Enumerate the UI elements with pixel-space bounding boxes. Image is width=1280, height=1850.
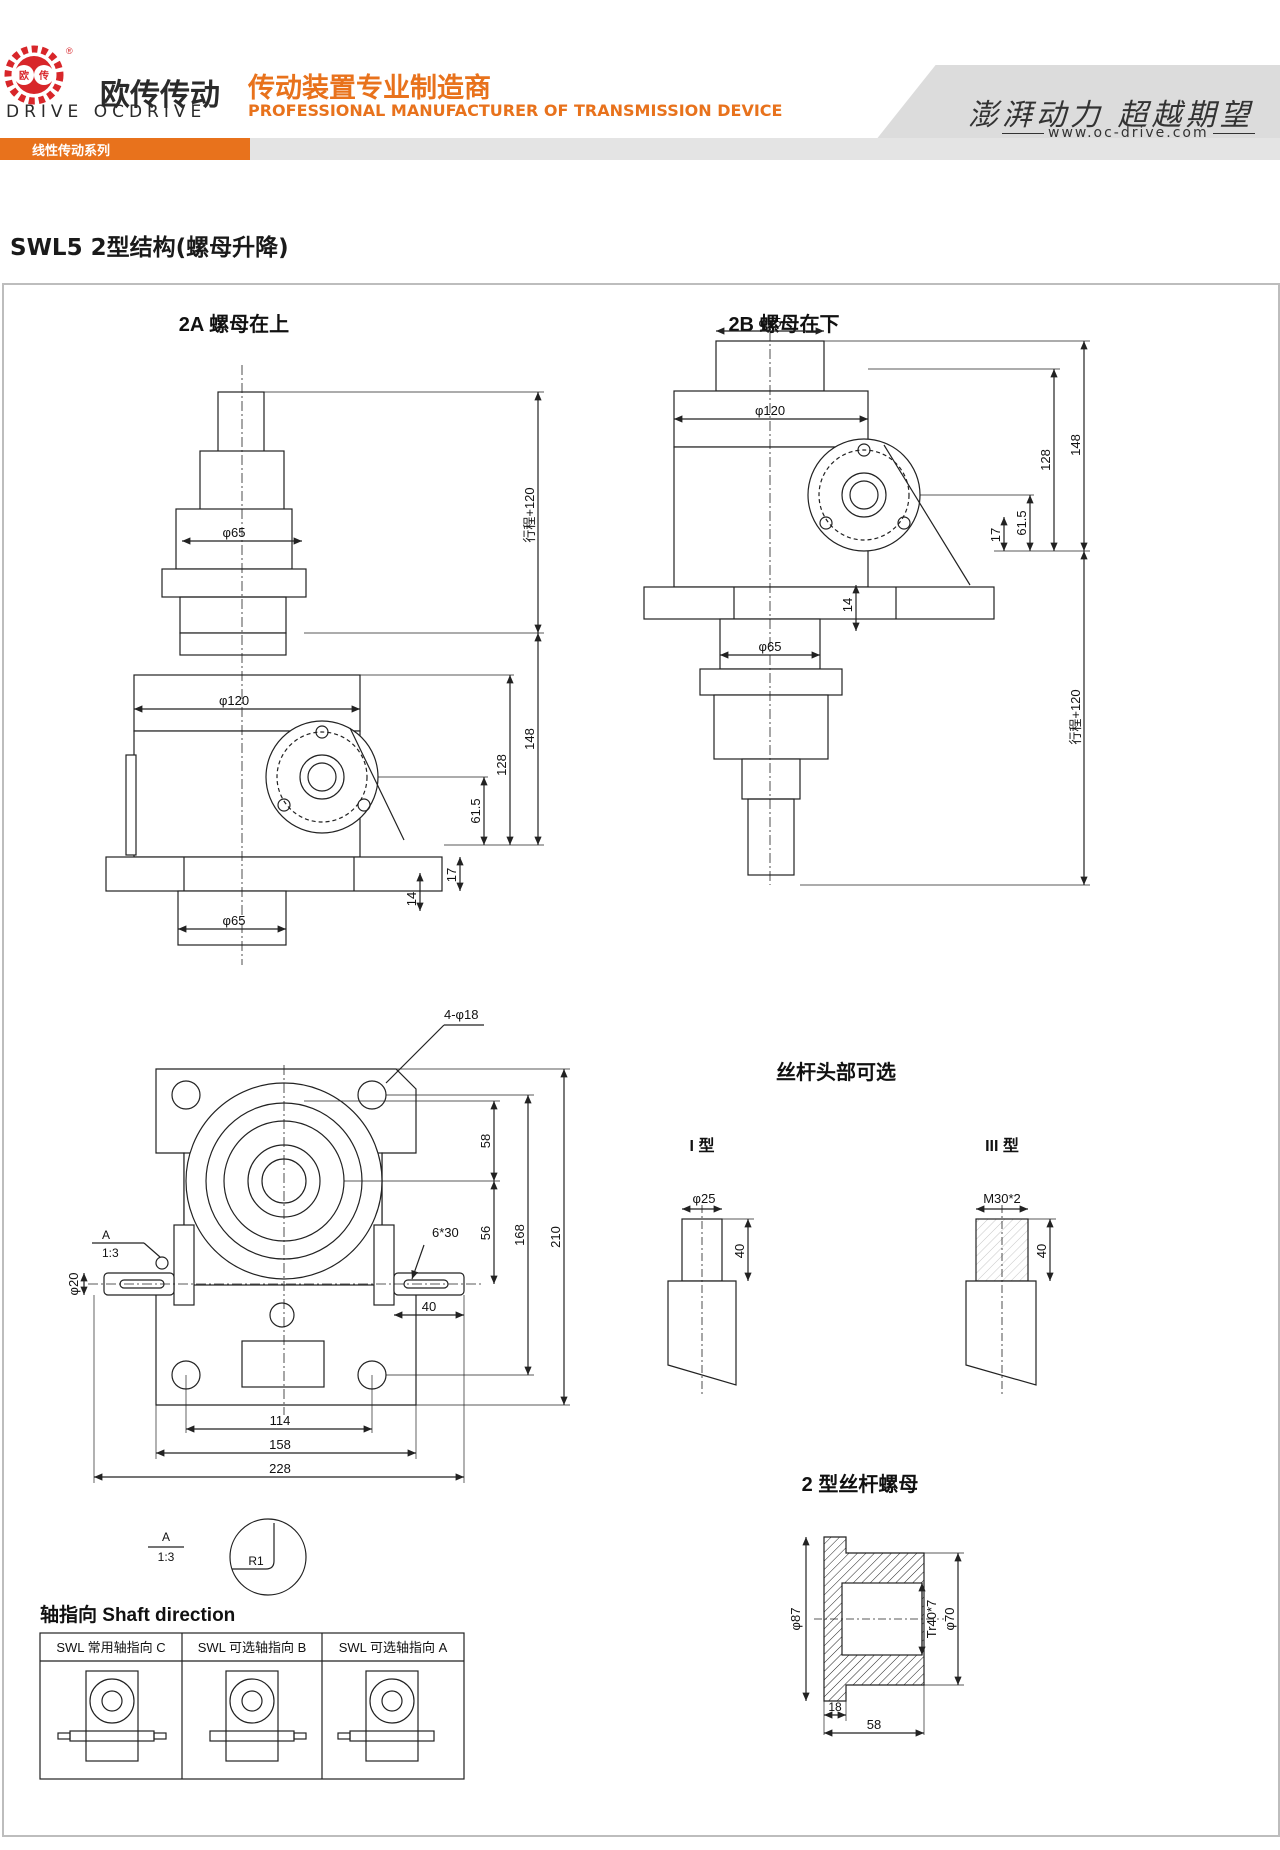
header-band xyxy=(0,138,1280,160)
screw-heads: 丝杆头部可选 I 型 φ25 40 III 型 M30*2 40 xyxy=(667,1060,1056,1395)
shaft-diagram-c xyxy=(57,1670,167,1762)
nut-length: 58 xyxy=(867,1717,881,1732)
nut-flange: 18 xyxy=(828,1700,842,1714)
plan-shaft-dia: φ20 xyxy=(66,1273,81,1296)
shaft-diagram-a xyxy=(337,1670,435,1762)
plan-holes: 4-φ18 xyxy=(444,1007,478,1022)
shaft-option-c: SWL 常用轴指向 C xyxy=(56,1640,165,1655)
brand-name-en: DRIVE OCDRIVE xyxy=(6,102,207,122)
plan-detail-a: A xyxy=(102,1228,110,1242)
technical-drawing: 2A 螺母在上 φ65 φ120 φ65 行程+ xyxy=(39,312,1090,1780)
dim-2b-d65-top: φ65 xyxy=(759,315,782,330)
screw-type3-len: 40 xyxy=(1034,1244,1049,1258)
detail-radius: R1 xyxy=(248,1554,264,1568)
detail-label: A xyxy=(162,1530,170,1544)
plan-56: 56 xyxy=(478,1226,493,1240)
nut-thread: Tr40*7 xyxy=(924,1600,939,1639)
website-url: www.oc-drive.com xyxy=(998,125,1259,141)
dim-2b-61-5: 61.5 xyxy=(1014,510,1029,535)
page-header: 线性传动系列 欧 传 ® 欧传传动 DRIVE OCDRIVE 传动装置专业制造… xyxy=(0,0,1280,165)
registered-mark: ® xyxy=(66,46,73,56)
plan-58: 58 xyxy=(478,1134,493,1148)
nut-view: 2 型丝杆螺母 φ87 Tr40*7 φ70 18 58 xyxy=(788,1472,964,1737)
logo-char-1: 欧 xyxy=(19,69,29,82)
plan-210: 210 xyxy=(548,1226,563,1248)
dim-2b-17: 17 xyxy=(988,528,1003,542)
plan-view: 4-φ18 A 1:3 φ20 6*30 40 58 56 168 210 11… xyxy=(66,1007,570,1483)
dim-2a-d65-top: φ65 xyxy=(223,525,246,540)
dim-2a-17: 17 xyxy=(444,868,459,882)
plan-228: 228 xyxy=(269,1461,291,1476)
drawing-frame: 2A 螺母在上 φ65 φ120 φ65 行程+ xyxy=(2,283,1280,1837)
plan-114: 114 xyxy=(270,1413,291,1428)
dim-2b-d65-bottom: φ65 xyxy=(759,639,782,654)
shaft-diagram-b xyxy=(209,1670,307,1762)
slogan-en: PROFESSIONAL MANUFACTURER OF TRANSMISSIO… xyxy=(248,101,783,120)
shaft-direction-title: 轴指向 Shaft direction xyxy=(40,1603,235,1626)
dim-2b-128: 128 xyxy=(1038,449,1053,471)
plan-key: 6*30 xyxy=(432,1225,459,1240)
plan-168: 168 xyxy=(512,1224,527,1246)
series-tab xyxy=(0,138,250,160)
dim-2a-128: 128 xyxy=(494,754,509,776)
dim-2a-d120: φ120 xyxy=(219,693,249,708)
logo-gear-icon xyxy=(4,45,64,105)
dim-2b-14: 14 xyxy=(840,598,855,612)
brand-name-cn: 欧传传动 xyxy=(100,78,220,113)
plan-detail-scale: 1:3 xyxy=(102,1246,119,1260)
detail-scale: 1:3 xyxy=(158,1550,175,1564)
screw-heads-title: 丝杆头部可选 xyxy=(776,1060,896,1084)
screw-type3-label: III 型 xyxy=(985,1137,1019,1155)
shaft-option-a: SWL 可选轴指向 A xyxy=(339,1640,448,1655)
screw-type1-len: 40 xyxy=(732,1244,747,1258)
nut-inner-dia: φ70 xyxy=(942,1608,957,1631)
screw-type3-thread: M30*2 xyxy=(983,1191,1021,1206)
shaft-direction: 轴指向 Shaft direction SWL 常用轴指向 C SWL 可选轴指… xyxy=(39,1603,465,1780)
view-2b-title: 2B 螺母在下 xyxy=(728,312,839,336)
screw-type1-dia: φ25 xyxy=(693,1191,716,1206)
dim-2a-14: 14 xyxy=(404,892,419,906)
view-2a: 2A 螺母在上 φ65 φ120 φ65 行程+ xyxy=(105,312,544,965)
view-2a-title: 2A 螺母在上 xyxy=(179,312,289,336)
dim-2a-stroke: 行程+120 xyxy=(522,487,537,542)
dim-2a-d65-bottom: φ65 xyxy=(223,913,246,928)
nut-outer-dia: φ87 xyxy=(788,1608,803,1631)
detail-a-view: A 1:3 R1 xyxy=(148,1518,307,1596)
dim-2a-61-5: 61.5 xyxy=(468,798,483,823)
logo-char-2: 传 xyxy=(38,69,49,82)
company-logo: 欧 传 ® xyxy=(4,45,73,105)
view-2b: 2B 螺母在下 φ65 φ120 φ65 148 128 61.5 xyxy=(643,312,1090,886)
plan-158: 158 xyxy=(269,1437,291,1452)
nut-title: 2 型丝杆螺母 xyxy=(802,1472,919,1496)
page-title: SWL5 2型结构(螺母升降) xyxy=(10,235,289,261)
shaft-option-b: SWL 可选轴指向 B xyxy=(198,1640,307,1655)
slogan-cn: 传动装置专业制造商 xyxy=(248,73,491,104)
screw-type1-label: I 型 xyxy=(690,1137,715,1155)
dim-2b-d120: φ120 xyxy=(755,403,785,418)
series-label: 线性传动系列 xyxy=(32,144,111,159)
plan-shaft-len: 40 xyxy=(422,1299,436,1314)
dim-2b-stroke: 行程+120 xyxy=(1068,689,1083,744)
dim-2a-148: 148 xyxy=(522,728,537,750)
dim-2b-148: 148 xyxy=(1068,434,1083,456)
